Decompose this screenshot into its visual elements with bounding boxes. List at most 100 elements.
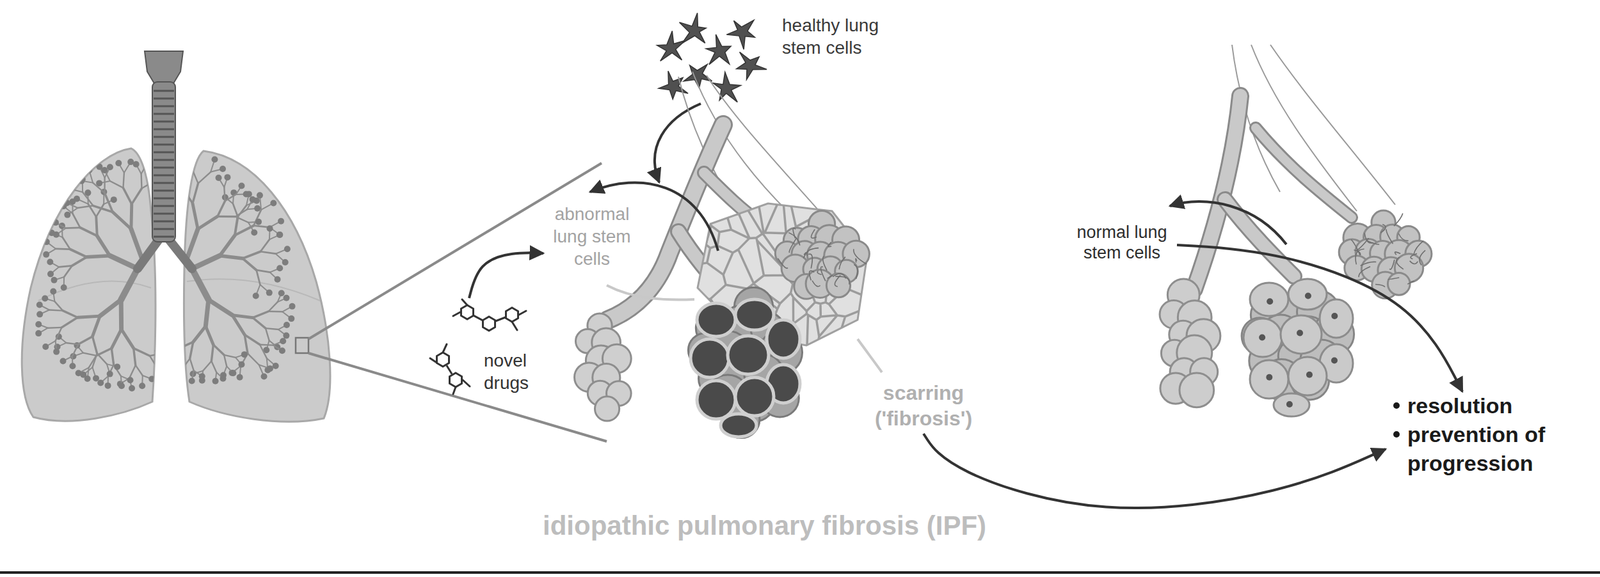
bronchus-branch: [169, 359, 172, 368]
bronchus-branch: [259, 344, 267, 359]
alveolus-dot: [104, 382, 112, 390]
bronchus-branch: [224, 187, 225, 202]
drug-label: novel drugs: [427, 298, 540, 396]
trachea-ring: [153, 228, 175, 231]
stem-cell-label: abnormal lung stem cells: [543, 200, 641, 273]
bronchus-branch: [99, 300, 121, 317]
alveolus-dot: [52, 219, 59, 226]
alveolus-dot: [49, 288, 57, 296]
bronchus-branch: [92, 336, 97, 354]
bronchus-branch: [252, 318, 266, 329]
capillary: [1351, 239, 1360, 256]
bronchus-branch: [252, 311, 269, 319]
normal-cell: [1243, 318, 1282, 358]
fibrosis-label: scarring ('fibrosis'): [865, 377, 982, 434]
chemical-bond: [495, 317, 505, 322]
capillary: [832, 273, 846, 280]
normal-cell: [1288, 279, 1327, 310]
alveolus-dot: [266, 289, 273, 297]
bronchus-branch: [149, 355, 157, 368]
alveolus-dot: [276, 264, 283, 272]
stem-cell: [679, 12, 707, 43]
capillary: [839, 257, 846, 271]
cell-nucleus: [1265, 374, 1273, 381]
stem-cell: [657, 30, 686, 61]
bronchus-branch: [265, 328, 270, 341]
alveolus-dot: [279, 337, 287, 345]
bronchus-branch: [253, 209, 262, 226]
bronchus-branch: [133, 348, 136, 366]
stem-cell: [736, 51, 767, 80]
bronchus-branch: [92, 353, 97, 368]
alveolus-dot: [199, 373, 206, 380]
capillary: [1380, 224, 1386, 233]
bronchus-branch: [177, 155, 182, 169]
main-bronchus: [137, 238, 160, 269]
alveolus-dot: [42, 251, 50, 258]
bronchus-branch: [225, 194, 237, 201]
bronchus-branch: [161, 359, 171, 363]
bronchus-branch: [131, 188, 143, 205]
alveolus-dot: [36, 301, 43, 308]
bronchus-branch: [62, 237, 71, 250]
bronchus-branch: [111, 348, 114, 366]
right-lung: [183, 151, 330, 422]
bronchus-branch: [171, 369, 182, 375]
alveolus-dot: [212, 378, 219, 385]
abnormal-cell: [696, 303, 736, 337]
alveolus-dot: [238, 183, 245, 190]
alveolus-dot: [256, 192, 264, 199]
bronchus-branch: [244, 334, 248, 354]
alveolus-dot: [266, 225, 274, 232]
alveolus-dot: [167, 364, 174, 372]
bronchus-branch: [55, 327, 63, 342]
bronchus-branch: [220, 235, 235, 256]
capillary: [1396, 257, 1404, 270]
stem-cell: [726, 20, 755, 50]
trachea-ring: [153, 120, 175, 123]
leader-line: [606, 285, 695, 301]
bronchus-branch: [260, 251, 276, 254]
bronchus-branch: [224, 355, 227, 367]
bronchus-branch: [186, 229, 198, 260]
bronchus-branch: [208, 300, 233, 316]
alveolus-dot: [279, 347, 286, 354]
capillary: [777, 258, 788, 269]
alveolus-dot: [64, 199, 71, 207]
alveolus-dot: [143, 161, 150, 168]
bronchus-branch: [129, 365, 136, 379]
bronchus-branch: [61, 317, 78, 328]
chemical-bond: [446, 365, 452, 374]
bronchus-branch: [198, 172, 212, 184]
alveolus-dot: [138, 382, 146, 390]
bronchus-branch: [242, 258, 256, 271]
alveolus-dot: [96, 179, 103, 187]
bronchus-branch: [232, 315, 245, 336]
bronchus-branch: [177, 168, 181, 186]
bronchus-branch: [77, 316, 100, 318]
capillary: [807, 248, 820, 256]
alveolus-dot: [229, 369, 237, 377]
alveolus-dot: [177, 152, 185, 159]
capillary: [1393, 213, 1403, 226]
alveolus-dot: [255, 218, 262, 226]
bronchus-branch: [162, 353, 172, 358]
zoom-box: [295, 337, 309, 354]
bronchus-branch: [211, 361, 217, 373]
trachea-ring: [153, 190, 175, 192]
stem-cell: [712, 72, 741, 103]
trachea-ring: [153, 97, 175, 100]
bronchus-branch: [72, 213, 81, 228]
capillary: [1388, 277, 1400, 280]
trachea-ring: [153, 136, 175, 139]
bronchus-branch: [259, 344, 274, 347]
alveolus-dot: [249, 196, 256, 203]
bronchus-branch: [192, 203, 198, 230]
bronchus-branch: [65, 226, 80, 230]
capillary: [1413, 241, 1424, 255]
text-row: prevention of progression: [1389, 420, 1561, 479]
capillary: [855, 258, 857, 263]
abnormal-cell: [766, 320, 800, 359]
bronchus-branch: [211, 344, 214, 362]
